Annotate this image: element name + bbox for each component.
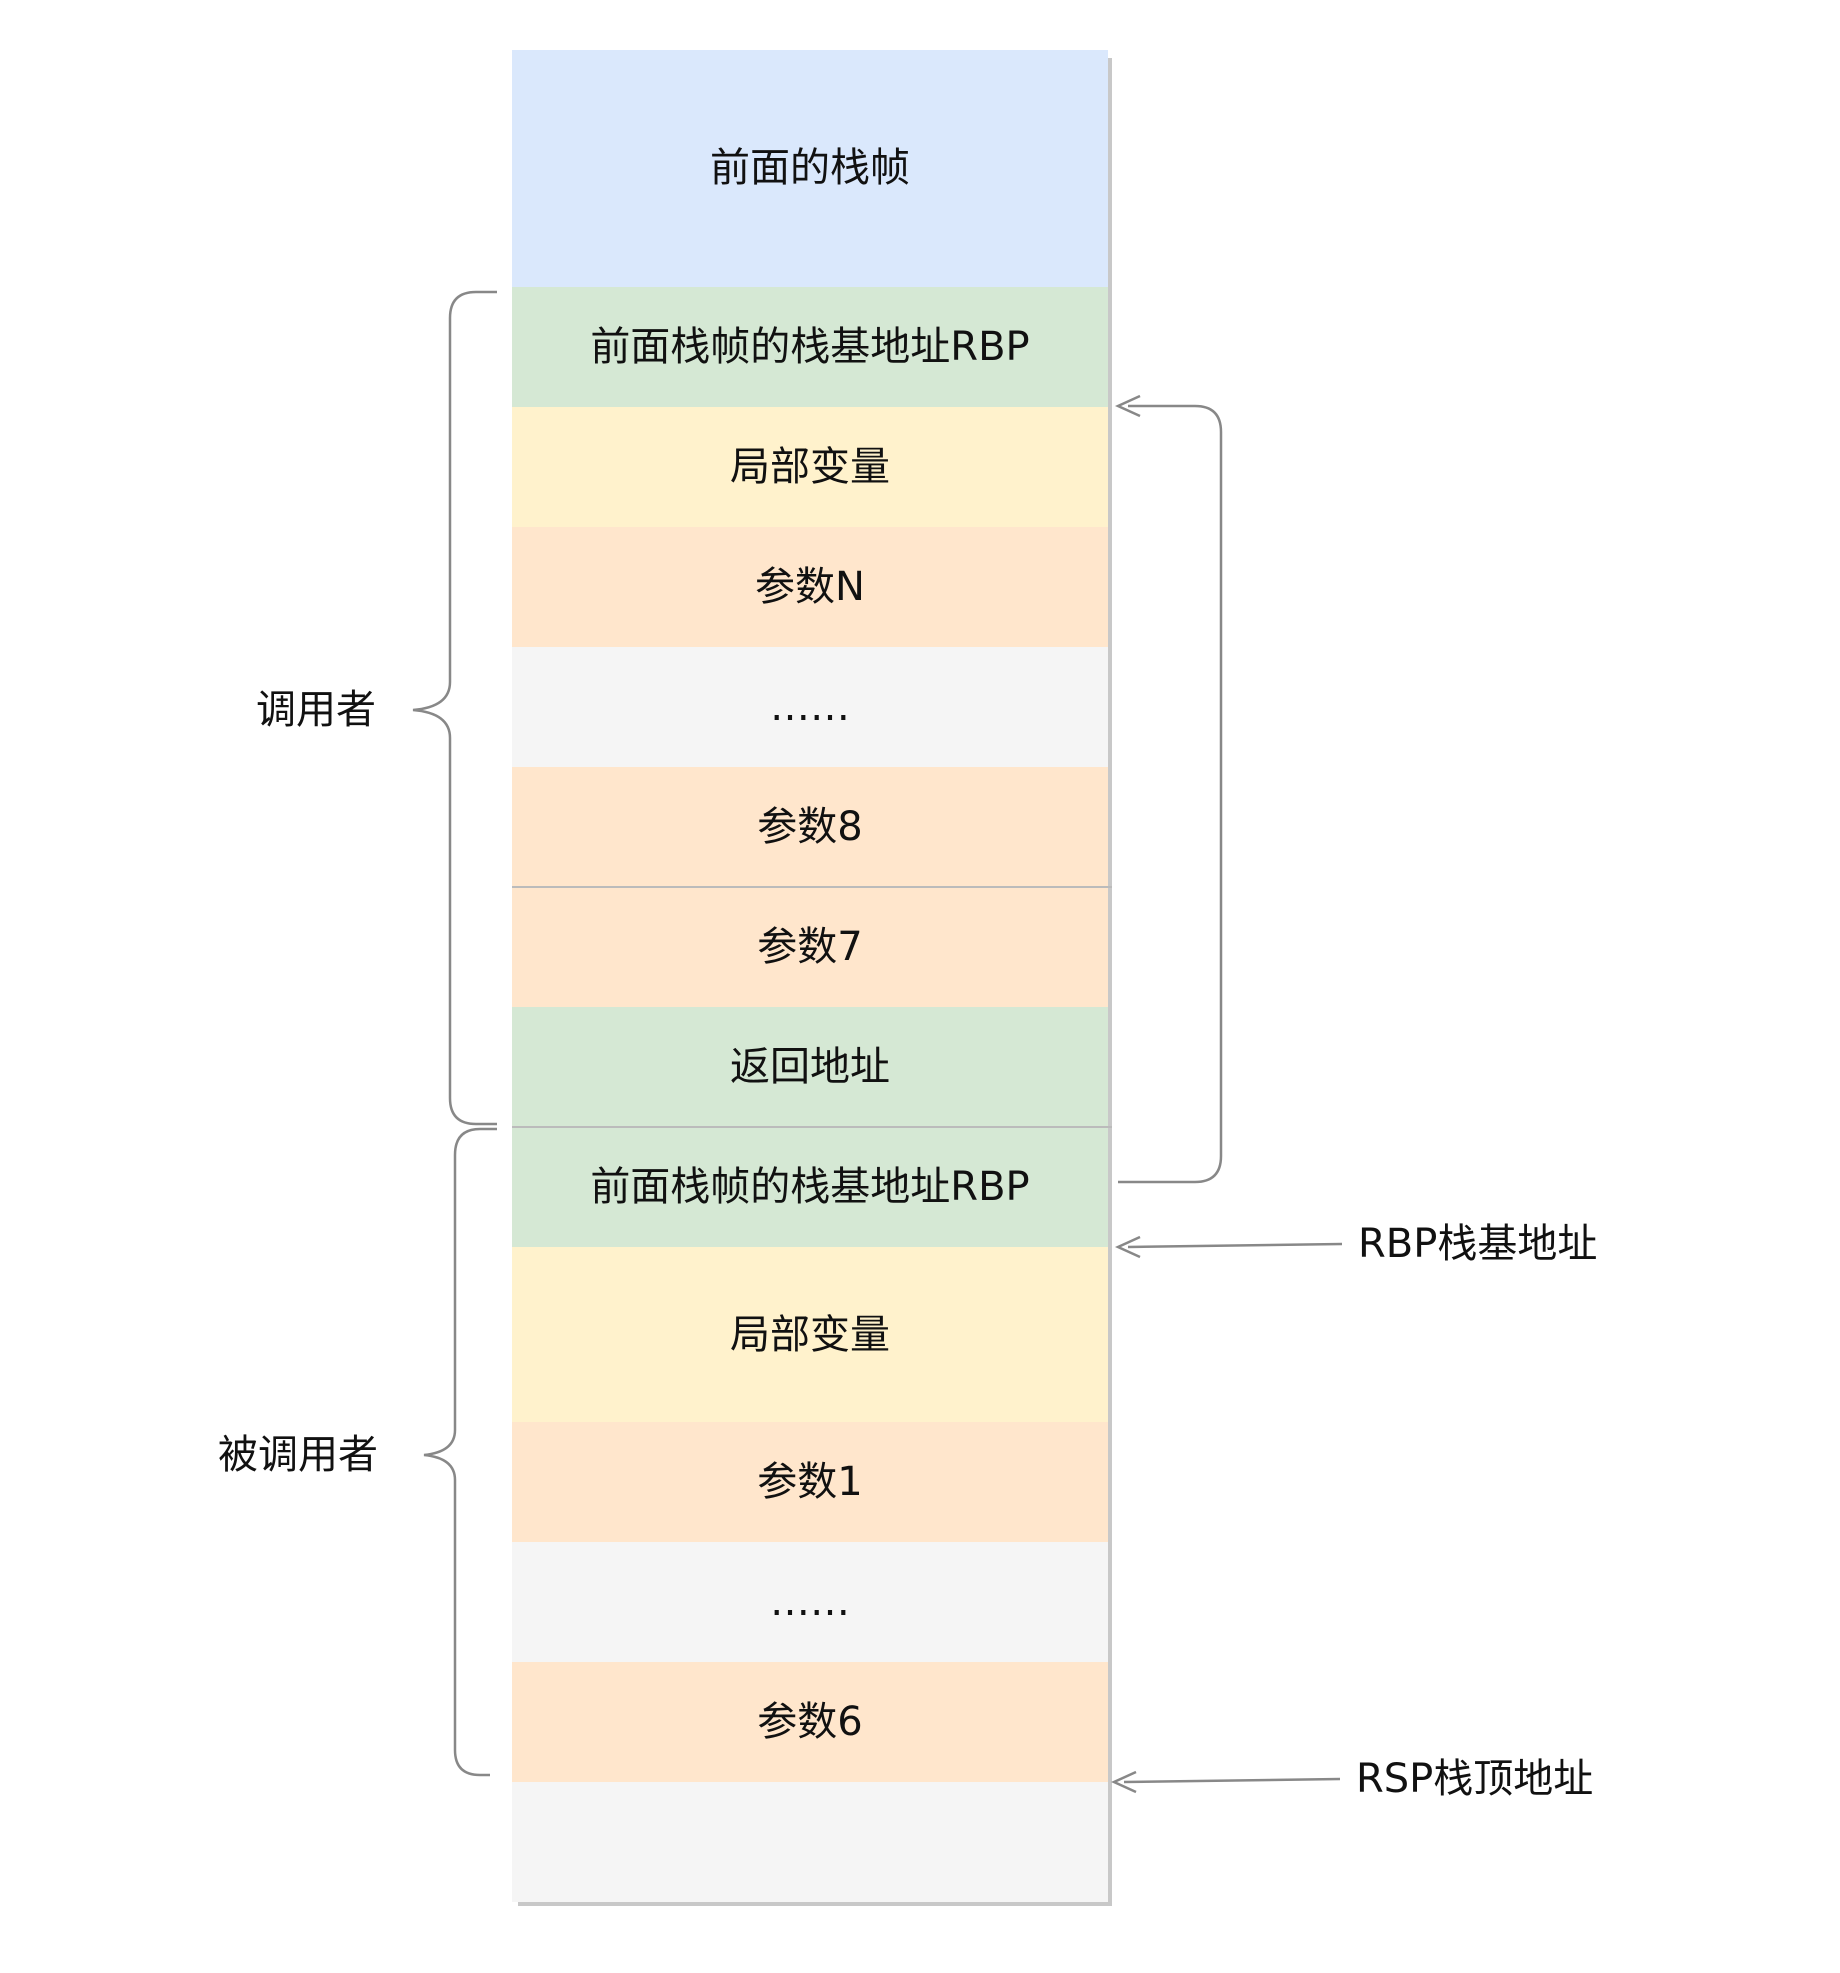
- label-previous-frame: 前面的栈帧: [710, 145, 910, 191]
- arrow-head-icon: [1114, 1235, 1141, 1259]
- stack-cell-empty: [512, 1782, 1108, 1902]
- label-return-address: 返回地址: [730, 1044, 890, 1090]
- stack-cell-callee-ellipsis: [512, 1542, 1108, 1662]
- label-arg-6: 参数6: [757, 1699, 862, 1745]
- arrow-head-icon: [1110, 1770, 1137, 1794]
- rbp-pointer-label: RBP栈基地址: [1358, 1221, 1597, 1267]
- label-caller-saved-rbp: 前面栈帧的栈基地址RBP: [590, 324, 1029, 370]
- label-arg-8: 参数8: [757, 804, 862, 850]
- stack-labels: 前面的栈帧 前面栈帧的栈基地址RBP 局部变量 参数N …… 参数8 参数7 返…: [590, 145, 1029, 1745]
- stack-cell-caller-ellipsis: [512, 647, 1108, 767]
- stack-cell-caller-saved-rbp: [512, 287, 1108, 407]
- label-caller-ellipsis: ……: [770, 684, 850, 730]
- caller-label: 调用者: [256, 687, 376, 733]
- stack-cell-arg-8: [512, 767, 1108, 887]
- label-arg-7: 参数7: [757, 924, 862, 970]
- label-callee-saved-rbp: 前面栈帧的栈基地址RBP: [590, 1164, 1029, 1210]
- stack-cell-arg-7: [512, 887, 1108, 1007]
- label-callee-ellipsis: ……: [770, 1579, 850, 1625]
- rsp-pointer-label: RSP栈顶地址: [1356, 1756, 1593, 1802]
- stack-cell-arg-6: [512, 1662, 1108, 1782]
- stack-cell-return-address: [512, 1007, 1108, 1127]
- rbp-pointer-arrow: [1127, 1242, 1343, 1249]
- stack-cell-arg-1: [512, 1422, 1108, 1542]
- stack-cell-callee-locals: [512, 1247, 1108, 1422]
- callee-brace: [423, 1127, 497, 1777]
- stack-column: [512, 50, 1108, 1902]
- stack-cell-previous-frame: [512, 50, 1108, 287]
- saved-rbp-link-arrow: [1118, 404, 1223, 1184]
- label-arg-n: 参数N: [755, 564, 865, 610]
- stack-cell-callee-saved-rbp: [512, 1127, 1108, 1247]
- stack-cell-caller-locals: [512, 407, 1108, 527]
- arrow-head-icon: [1114, 394, 1141, 418]
- stack-cell-arg-n: [512, 527, 1108, 647]
- rsp-pointer-arrow: [1123, 1777, 1341, 1784]
- label-arg-1: 参数1: [757, 1459, 862, 1505]
- callee-label: 被调用者: [218, 1432, 378, 1478]
- caller-brace: [412, 290, 497, 1126]
- label-callee-locals: 局部变量: [730, 1312, 890, 1358]
- label-caller-locals: 局部变量: [730, 444, 890, 490]
